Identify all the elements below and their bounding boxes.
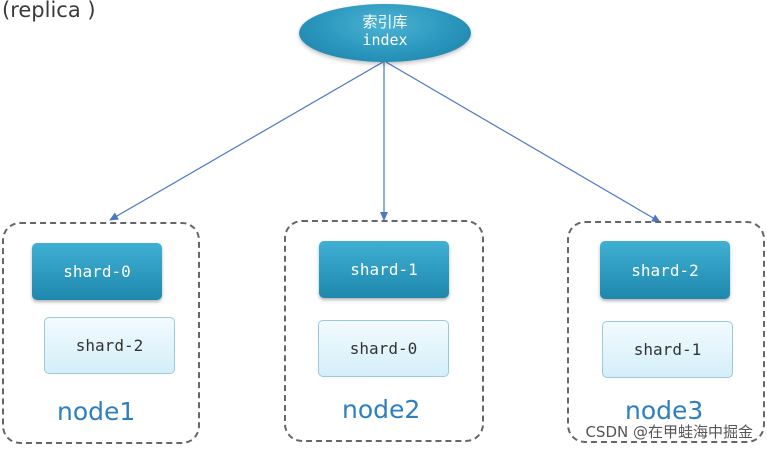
index-node: 索引库 index <box>299 4 471 62</box>
node-1-primary-shard: shard-0 <box>32 243 162 300</box>
edge-index-node1 <box>109 61 384 221</box>
node-3 <box>567 221 765 443</box>
index-subtitle: index <box>362 31 408 49</box>
node-3-label: node3 <box>625 396 704 425</box>
node-2 <box>284 220 484 442</box>
node-2-primary-shard: shard-1 <box>319 241 449 298</box>
index-title: 索引库 <box>362 13 408 31</box>
node-2-replica-shard: shard-0 <box>318 320 449 377</box>
replica-label: (replica ) <box>2 0 96 22</box>
node-3-replica-shard: shard-1 <box>602 321 733 378</box>
node-2-label: node2 <box>342 395 421 424</box>
node-1-replica-shard: shard-2 <box>44 317 175 374</box>
node-3-primary-shard: shard-2 <box>600 241 730 299</box>
edge-index-node3 <box>385 61 661 223</box>
node-1 <box>2 222 200 444</box>
node-1-label: node1 <box>57 397 136 426</box>
csdn-watermark: CSDN @在甲蛙海中掘金 <box>585 423 753 441</box>
